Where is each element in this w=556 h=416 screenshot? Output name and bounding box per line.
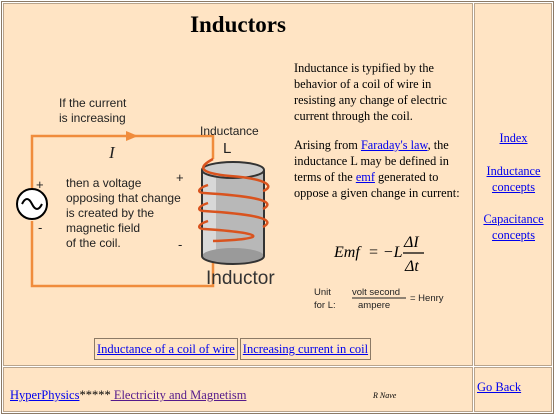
text-span: , the inductance L may be defined in ter… [294,138,449,184]
footer-sidebar-cell [474,367,552,412]
if-current-line2: is increasing [59,111,126,125]
then-line3: is created by the [66,206,154,220]
inductance-coil-link[interactable]: Inductance of a coil of wire [97,342,235,356]
sidebar-cell [474,3,552,366]
inductance-label: Inductance [200,124,259,138]
text-span: generated to oppose a given change in cu… [294,170,460,200]
increasing-current-link[interactable]: Increasing current in coil [242,342,369,356]
current-arrow-icon [126,131,138,141]
unit-denominator: ampere [358,300,390,311]
unit-label-2: for L: [314,300,336,311]
formula-lhs: Emf [333,244,362,261]
formula-denominator: Δt [404,258,419,275]
electricity-magnetism-link[interactable]: Electricity and Magnetism [110,388,247,402]
then-line4: magnetic field [66,221,140,235]
formula-eq: = −L [368,244,403,261]
intro-paragraph: Inductance is typified by the behavior o… [294,61,447,123]
inductance-symbol: L [223,140,231,157]
text-span: Arising from [294,138,361,152]
footer-stars: ***** [79,388,111,402]
link-box: Increasing current in coil [239,338,372,360]
then-line1: then a voltage [66,176,142,190]
author-credit: R Nave [373,391,397,400]
coil-winding [198,157,270,243]
faraday-law-link[interactable]: Faraday's law [360,138,428,152]
current-symbol: I [108,143,116,162]
if-current-line1: If the current [59,96,127,110]
inductor-minus: - [178,237,182,252]
unit-label-1: Unit [314,287,331,298]
source-plus: + [36,177,44,192]
then-line5: of the coil. [66,236,121,250]
link-box: Inductance of a coil of wire [94,338,238,360]
capacitance-concepts-link[interactable]: Capacitance concepts [483,212,544,242]
source-minus: - [38,220,42,235]
unit-numerator: volt second [352,287,400,298]
unit-result: = Henry [410,293,444,304]
inductor-label: Inductor [206,268,275,289]
emf-formula: Emf = −L ΔI Δt Unit for L: volt second a… [314,234,444,311]
go-back-link[interactable]: Go Back [477,380,522,394]
definition-paragraph: Arising from Faraday's law, the inductan… [294,137,466,201]
hyperphysics-link[interactable]: HyperPhysics [10,388,80,402]
circuit-wire [30,134,215,288]
index-link[interactable]: Index [499,131,528,145]
formula-numerator: ΔI [403,234,419,251]
footer-cell [3,367,473,412]
bottom-link-bar: Inductance of a coil of wire Increasing … [94,338,372,360]
inductance-concepts-link[interactable]: Inductance concepts [486,164,541,194]
inductor-plus: + [176,170,184,185]
then-line2: opposing that change [66,191,181,205]
footer-nav: HyperPhysics***** Electricity and Magnet… [10,388,246,403]
inductor-diagram: If the current is increasing Inductance … [16,96,275,289]
page-title: Inductors [190,12,286,37]
emf-link[interactable]: emf [355,170,375,184]
